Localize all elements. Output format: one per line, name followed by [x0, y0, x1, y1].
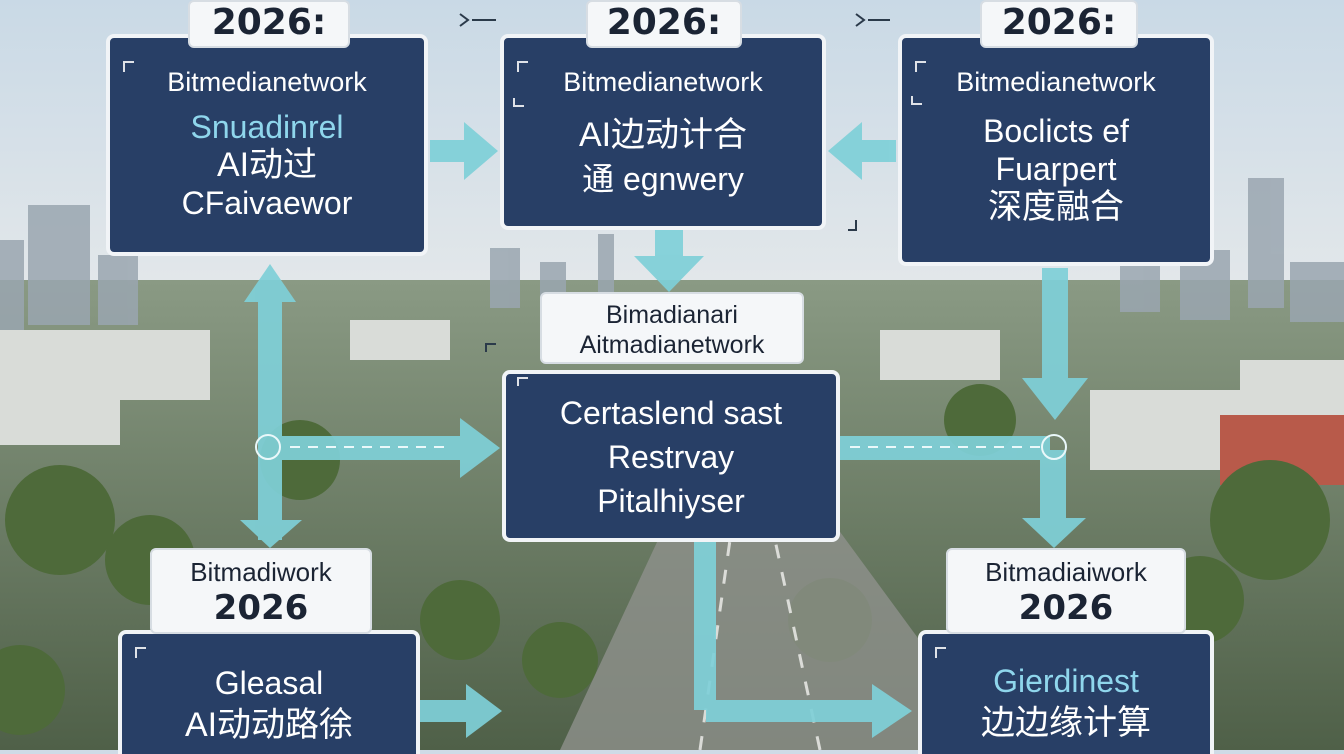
arrow-top-left-to-center-head [464, 122, 498, 180]
box-line: Pitalhiyser [597, 483, 745, 519]
box-line: Fuarpert [995, 151, 1117, 187]
box-line: AI动动路徐 [184, 706, 354, 744]
box-line: AI边动计合 [578, 116, 748, 154]
node-circle-left [255, 434, 281, 460]
box-line: Restrvay [607, 439, 735, 475]
arrow-center-down-shaft [694, 540, 716, 710]
tag-line: Bitmadiwork [190, 557, 332, 587]
tag-line: Aitmadianetwork [579, 331, 765, 359]
box-top-center: Bitmedianetwork AI边动计合 通 egnwery [500, 34, 826, 230]
tag-line: 2026 [213, 588, 309, 628]
box-line: AI动过 [216, 146, 318, 184]
box-center: Certaslend sast Restrvay Pitalhiyser [502, 370, 840, 542]
bottom-right-tag: Bitmadiaiwork 2026 [946, 548, 1186, 634]
tag-line: 2026 [1018, 588, 1114, 628]
arrow-top-right-to-center-head [828, 122, 862, 180]
chevron-right-icon [855, 13, 866, 27]
box-brand: Bitmedianetwork [956, 67, 1156, 97]
arrow-top-left-to-center-shaft [430, 140, 464, 162]
box-line: Gleasal [214, 665, 324, 701]
arrow-center-turn-head [872, 684, 912, 738]
arrow-top-center-down-head [634, 256, 704, 292]
tag-line: Bimadianari [605, 301, 738, 329]
box-line: 通 egnwery [582, 161, 744, 197]
arrow-left-vertical-shaft [258, 300, 282, 540]
box-brand: Bitmedianetwork [167, 67, 367, 97]
year-label: 2026: [211, 2, 327, 43]
bottom-left-tag: Bitmadiwork 2026 [150, 548, 372, 634]
arrow-right-vertical-shaft [1042, 268, 1068, 380]
box-line: Certaslend sast [559, 395, 783, 431]
arrow-left-horizontal-head [460, 418, 500, 478]
arrow-right-down-shaft [1040, 450, 1066, 520]
node-circle-right [1041, 434, 1067, 460]
year-label: 2026: [606, 2, 722, 43]
box-line: 深度融合 [988, 188, 1124, 226]
box-top-right: Bitmedianetwork Boclicts ef Fuarpert 深度融… [898, 34, 1214, 266]
arrow-right-down-head [1022, 518, 1086, 548]
arrow-left-vertical-head [244, 264, 296, 302]
arrow-bottom-left-shaft [420, 700, 470, 722]
box-line: Boclicts ef [983, 113, 1129, 149]
box-top-left: Bitmedianetwork Snuadinrel AI动过 CFaivaew… [106, 34, 428, 256]
year-label: 2026: [1001, 2, 1117, 43]
chevron-right-icon [459, 13, 470, 27]
arrow-left-down-head [240, 520, 302, 548]
year-tag-top-left: 2026: [188, 0, 350, 48]
box-line: CFaivaewor [181, 185, 353, 221]
tag-line: Bitmadiaiwork [985, 557, 1147, 587]
box-line: 边边缘计算 [981, 704, 1151, 742]
year-tag-top-center: 2026: [586, 0, 742, 48]
box-line: Gierdinest [993, 663, 1139, 699]
arrow-bottom-left-head [466, 684, 502, 738]
year-tag-top-right: 2026: [980, 0, 1138, 48]
box-brand: Bitmedianetwork [563, 67, 763, 97]
arrow-right-vertical-head [1022, 378, 1088, 420]
arrow-top-right-to-center-shaft [862, 140, 896, 162]
box-bottom-right: Gierdinest 边边缘计算 [918, 630, 1214, 754]
box-bottom-left: Gleasal AI动动路徐 [118, 630, 420, 754]
box-line: Snuadinrel [190, 109, 344, 145]
arrow-center-turn-shaft [706, 700, 876, 722]
arrow-top-center-down-shaft [655, 230, 683, 258]
center-tag: Bimadianari Aitmadianetwork [540, 292, 804, 364]
